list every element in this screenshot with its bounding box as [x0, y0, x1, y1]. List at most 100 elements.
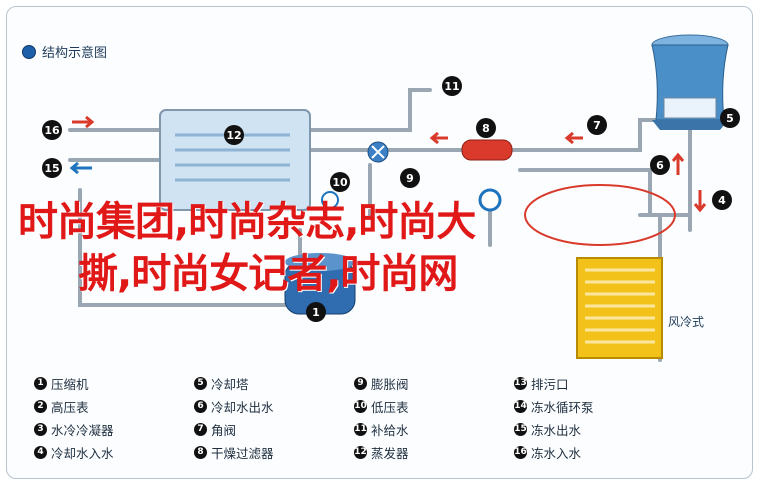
legend-label: 水冷冷凝器 — [51, 423, 114, 438]
svg-text:5: 5 — [726, 112, 734, 125]
callout-5: 5 — [720, 108, 740, 128]
legend-label: 高压表 — [51, 400, 89, 415]
pipe-drain — [78, 188, 302, 307]
legend-label: 补给水 — [371, 423, 409, 438]
legend-label: 冷却塔 — [211, 377, 249, 392]
callout-11: 11 — [442, 76, 462, 96]
legend-label: 低压表 — [371, 400, 409, 415]
expansion-valve — [367, 141, 389, 163]
legend-number: 4 — [34, 446, 47, 459]
callout-7: 7 — [587, 115, 607, 135]
air-cooled-label: 风冷式 — [668, 315, 704, 329]
cooling-tower — [651, 34, 729, 130]
legend-number: 8 — [194, 446, 207, 459]
legend-item: 6 冷却水出水 — [194, 399, 354, 415]
svg-text:10: 10 — [332, 176, 348, 189]
legend-label: 膨胀阀 — [371, 377, 409, 392]
legend-label: 压缩机 — [51, 377, 89, 392]
legend-label: 角阀 — [211, 423, 237, 438]
svg-text:1: 1 — [312, 306, 320, 319]
legend-item: 15 冻水出水 — [514, 422, 674, 438]
drying-filter — [461, 139, 513, 161]
legend: 1 压缩机 5 冷却塔 9 膨胀阀 13 排污口 2 高压表 6 冷却水出水 10 低压表 1… — [34, 376, 714, 461]
legend-number: 9 — [354, 377, 367, 390]
callout-12: 12 — [224, 125, 244, 145]
svg-text:15: 15 — [44, 162, 59, 175]
legend-item: 7 角阀 — [194, 422, 354, 438]
legend-label: 冷却水出水 — [211, 400, 274, 415]
legend-item: 16 冻水入水 — [514, 445, 674, 461]
legend-label: 蒸发器 — [371, 446, 409, 461]
callout-4: 4 — [712, 190, 732, 210]
callout-10: 10 — [330, 172, 350, 192]
legend-label: 排污口 — [531, 377, 569, 392]
callout-16: 16 — [42, 120, 62, 140]
legend-item: 9 膨胀阀 — [354, 376, 514, 392]
arrow-cooling-down — [693, 190, 707, 213]
legend-number: 5 — [194, 377, 207, 390]
legend-item: 3 水冷冷凝器 — [34, 422, 194, 438]
legend-label: 冻水循环泵 — [531, 400, 594, 415]
legend-number: 1 — [34, 377, 47, 390]
svg-text:4: 4 — [718, 194, 726, 207]
svg-text:8: 8 — [482, 122, 490, 135]
legend-number: 6 — [194, 400, 207, 413]
low-pressure-gauge — [478, 188, 502, 212]
legend-item: 11 补给水 — [354, 422, 514, 438]
compressor — [284, 253, 356, 315]
title-bullet-icon — [22, 44, 36, 59]
diagram-header: 结构示意图 — [22, 42, 107, 61]
watermark-overlay: 时尚集团,时尚杂志,时尚大 撕,时尚女记者,时尚网 — [18, 196, 738, 300]
legend-number: 10 — [354, 400, 367, 413]
air-cooled-condenser — [576, 257, 663, 359]
legend-number: 11 — [354, 423, 367, 436]
legend-label: 冻水入水 — [531, 446, 582, 461]
legend-item: 14 冻水循环泵 — [514, 399, 674, 415]
legend-item: 4 冷却水入水 — [34, 445, 194, 461]
legend-number: 13 — [514, 377, 527, 390]
legend-label: 干燥过滤器 — [211, 446, 274, 461]
high-pressure-gauge — [321, 191, 339, 209]
diagram-title: 结构示意图 — [42, 46, 108, 61]
legend-number: 7 — [194, 423, 207, 436]
callout-8: 8 — [476, 118, 496, 138]
arrow-refrigerant — [429, 131, 448, 145]
arrow-chilled-in — [72, 115, 95, 129]
callout-1: 1 — [306, 302, 326, 322]
arrow-cooling-up — [671, 152, 685, 175]
legend-number: 2 — [34, 400, 47, 413]
callout-9: 9 — [400, 168, 420, 188]
pipe-makeup — [278, 88, 432, 132]
flow-arrows — [69, 115, 707, 213]
overlay-line-1: 时尚集团,时尚杂志,时尚大 — [18, 199, 476, 245]
svg-text:12: 12 — [226, 129, 241, 142]
legend-item: 5 冷却塔 — [194, 376, 354, 392]
legend-number: 15 — [514, 423, 527, 436]
legend-item: 2 高压表 — [34, 399, 194, 415]
legend-number: 16 — [514, 446, 527, 459]
arrow-refrigerant-2 — [564, 131, 583, 145]
svg-text:11: 11 — [444, 80, 459, 93]
highlight-ring — [524, 184, 676, 246]
legend-label: 冻水出水 — [531, 423, 582, 438]
svg-text:6: 6 — [656, 159, 664, 172]
legend-item: 13 排污口 — [514, 376, 674, 392]
evaporator — [159, 109, 311, 211]
svg-text:7: 7 — [593, 119, 601, 132]
arrow-chilled-out — [69, 161, 92, 175]
svg-text:16: 16 — [44, 124, 60, 137]
svg-text:9: 9 — [406, 172, 414, 185]
overlay-line-2: 撕,时尚女记者,时尚网 — [78, 251, 458, 297]
legend-number: 3 — [34, 423, 47, 436]
legend-item: 1 压缩机 — [34, 376, 194, 392]
legend-item: 12 蒸发器 — [354, 445, 514, 461]
legend-item: 8 干燥过滤器 — [194, 445, 354, 461]
legend-item: 10 低压表 — [354, 399, 514, 415]
legend-number: 12 — [354, 446, 367, 459]
legend-label: 冷却水入水 — [51, 446, 114, 461]
callout-15: 15 — [42, 158, 62, 178]
legend-number: 14 — [514, 400, 527, 413]
callout-6: 6 — [650, 155, 670, 175]
